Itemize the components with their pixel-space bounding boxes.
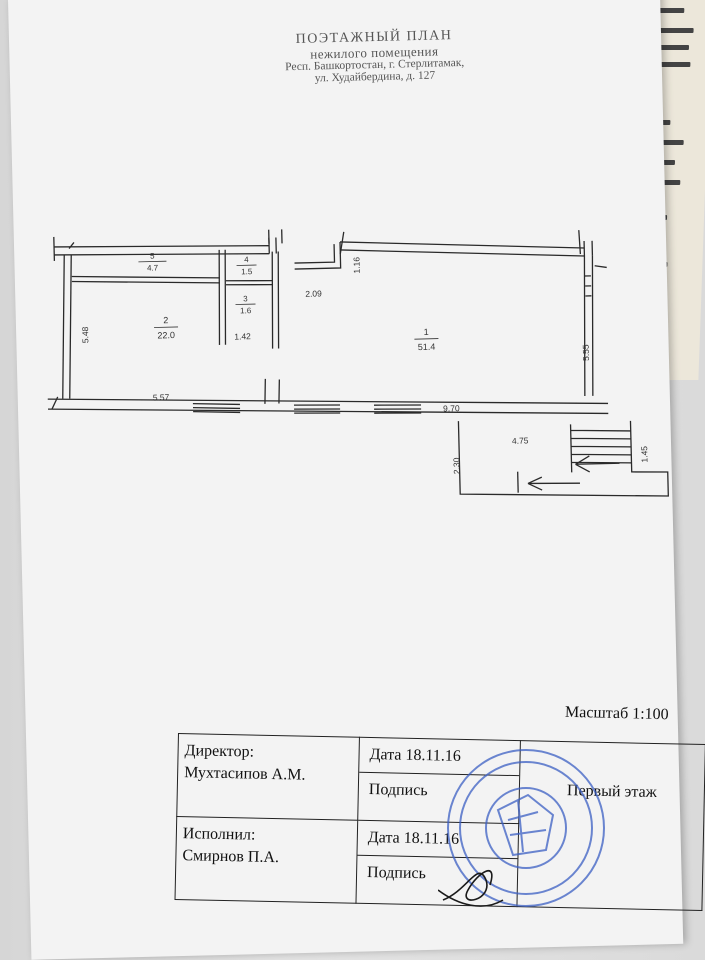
dim-2-30: 2.30 [451, 457, 461, 474]
dim-1-42: 1.42 [234, 331, 251, 341]
windows [192, 275, 592, 414]
partition-room1 [271, 251, 280, 349]
room-2-area: 22.0 [157, 330, 175, 340]
executor-cell: Исполнил: Смирнов П.А. [175, 816, 358, 904]
handwritten-signature [438, 870, 504, 907]
room-1-area: 51.4 [418, 342, 436, 352]
dim-5-57: 5.57 [153, 392, 170, 402]
wall-top-right [339, 241, 585, 257]
partition-room5 [71, 275, 220, 284]
official-seal-stamp [438, 749, 605, 907]
dim-5-48: 5.48 [80, 326, 90, 343]
room-5-area: 4.7 [147, 263, 159, 272]
dim-4-75: 4.75 [512, 435, 529, 445]
wall-bottom [47, 398, 609, 415]
floor-plan-sheet: ПОЭТАЖНЫЙ ПЛАН нежилого помещения Респ. … [8, 0, 684, 960]
floor-plan-drawing: 5 4.7 4 1.5 3 1.6 2 22.0 1 51.4 5.48 5.5… [47, 229, 669, 497]
wall-left [62, 254, 72, 399]
wall-top-left [54, 245, 270, 256]
entry-arrows [527, 455, 620, 491]
room-4-number: 4 [244, 255, 249, 264]
scale-label: Масштаб 1:100 [564, 703, 669, 724]
director-name: Мухтасипов А.М. [183, 764, 306, 784]
wall-right [583, 255, 594, 397]
room-2-number: 2 [163, 315, 168, 325]
dim-5-55: 5.55 [581, 344, 591, 361]
dim-2-09: 2.09 [305, 288, 322, 298]
executor-name: Смирнов П.А. [182, 847, 280, 867]
stairs [569, 424, 632, 473]
room-1-number: 1 [424, 327, 429, 337]
dim-1-16: 1.16 [351, 257, 361, 274]
dim-1-45: 1.45 [639, 446, 649, 463]
wall-corridor [294, 241, 342, 270]
dim-9-70: 9.70 [443, 403, 460, 413]
director-cell: Директор: Мухтасипов А.М. [176, 733, 360, 821]
room-3-area: 1.6 [240, 306, 252, 315]
room-3-number: 3 [243, 294, 248, 303]
room-4-area: 1.5 [241, 267, 253, 276]
room-5-number: 5 [150, 251, 155, 260]
porch-outline [457, 420, 669, 497]
